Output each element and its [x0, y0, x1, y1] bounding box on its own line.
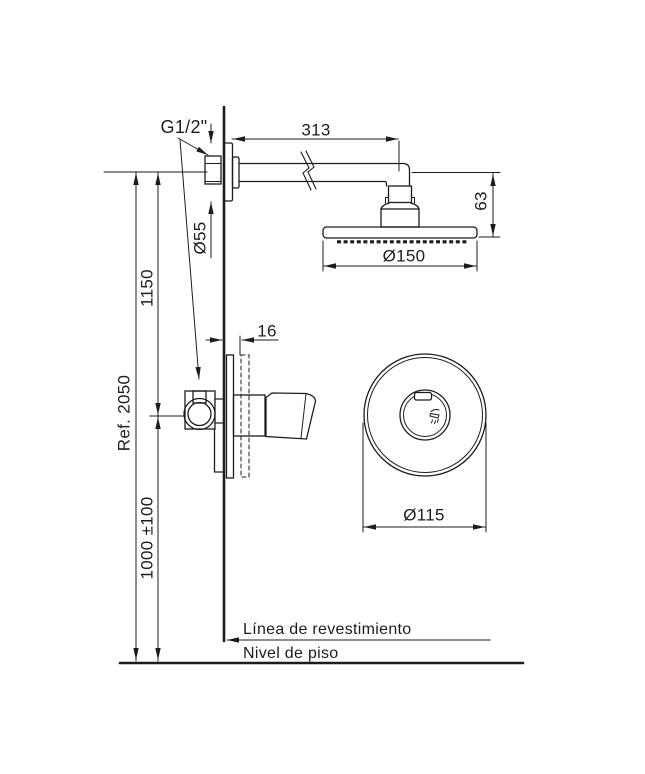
arm-escutcheon	[223, 142, 240, 202]
shower-head	[322, 185, 478, 244]
extension-lines	[103, 140, 501, 533]
valve-bottom-port	[213, 428, 224, 473]
shower-icon	[429, 409, 440, 425]
dim-label-finish-thickness: 16	[257, 321, 277, 341]
trim-plate-front	[363, 353, 487, 477]
finish-line-label: Línea de revestimiento	[243, 621, 412, 638]
break-symbol	[300, 150, 317, 191]
dim-label-head-drop: 63	[471, 191, 491, 211]
floor-line-label: Nivel de piso	[243, 645, 339, 662]
thread-label: G1/2"	[160, 117, 208, 137]
shower-arm	[238, 162, 411, 187]
dim-label-arm-length: 313	[301, 120, 331, 140]
dim-label-valve-height: 1000 ±100	[137, 496, 157, 580]
knob-index-notch	[413, 391, 433, 401]
handle-sleeve-side	[232, 394, 266, 437]
dim-label-reference-height: Ref. 2050	[114, 374, 134, 452]
leader-g12	[177, 137, 209, 380]
dim-label-head-diameter: Ø150	[382, 246, 426, 266]
valve-inlet-port	[192, 390, 207, 404]
trim-plate-side	[225, 354, 235, 479]
knob-front	[399, 389, 451, 441]
handle-side	[265, 392, 317, 440]
dim-label-trim-diameter: Ø115	[403, 505, 445, 525]
wall-supply-stub	[204, 155, 222, 185]
mixer-valve-side	[183, 390, 224, 473]
finish-line-dashed	[240, 354, 250, 478]
dim-label-escutcheon-diameter: Ø55	[190, 221, 210, 255]
dim-label-upper-height: 1150	[137, 269, 157, 307]
